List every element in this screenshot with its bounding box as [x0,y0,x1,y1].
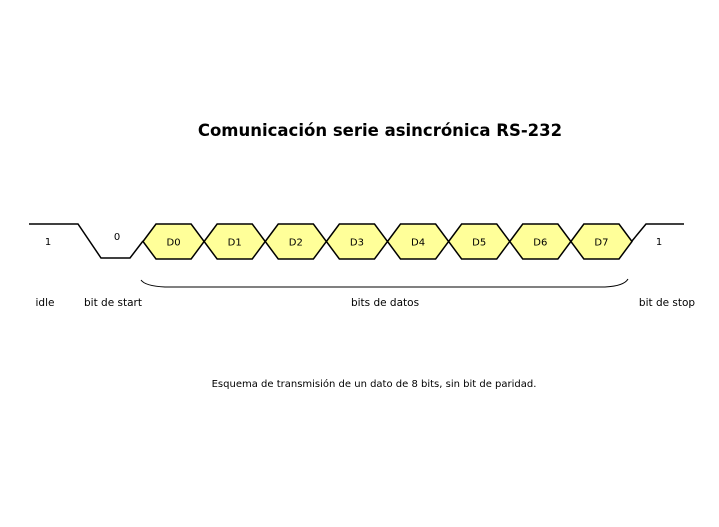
data-bits-label: bits de datos [351,297,419,309]
stop-waveform [631,223,684,242]
idle-value: 1 [45,237,51,248]
data-bit-cell [569,223,633,260]
data-bits-group: D0 D1 D2 D3 D4 D5 D6 D7 [142,223,633,260]
start-value: 0 [114,232,120,243]
data-bit-label: D3 [350,238,364,249]
idle-label: idle [36,297,55,309]
diagram-title: Comunicación serie asincrónica RS-232 [198,121,562,140]
data-bit-label: D7 [594,238,608,249]
data-bit-label: D4 [411,238,425,249]
idle-start-waveform [29,223,144,259]
data-bit-label: D2 [289,238,303,249]
data-bit-label: D5 [472,238,486,249]
data-bits-brace [140,278,629,288]
start-bit-label: bit de start [84,297,142,309]
data-bit-label: D0 [167,238,181,249]
caption: Esquema de transmisión de un dato de 8 b… [212,378,537,390]
data-bit-label: D6 [533,238,547,249]
data-bit-label: D1 [228,238,242,249]
stop-bit-label: bit de stop [639,297,696,309]
stop-value: 1 [656,237,662,248]
